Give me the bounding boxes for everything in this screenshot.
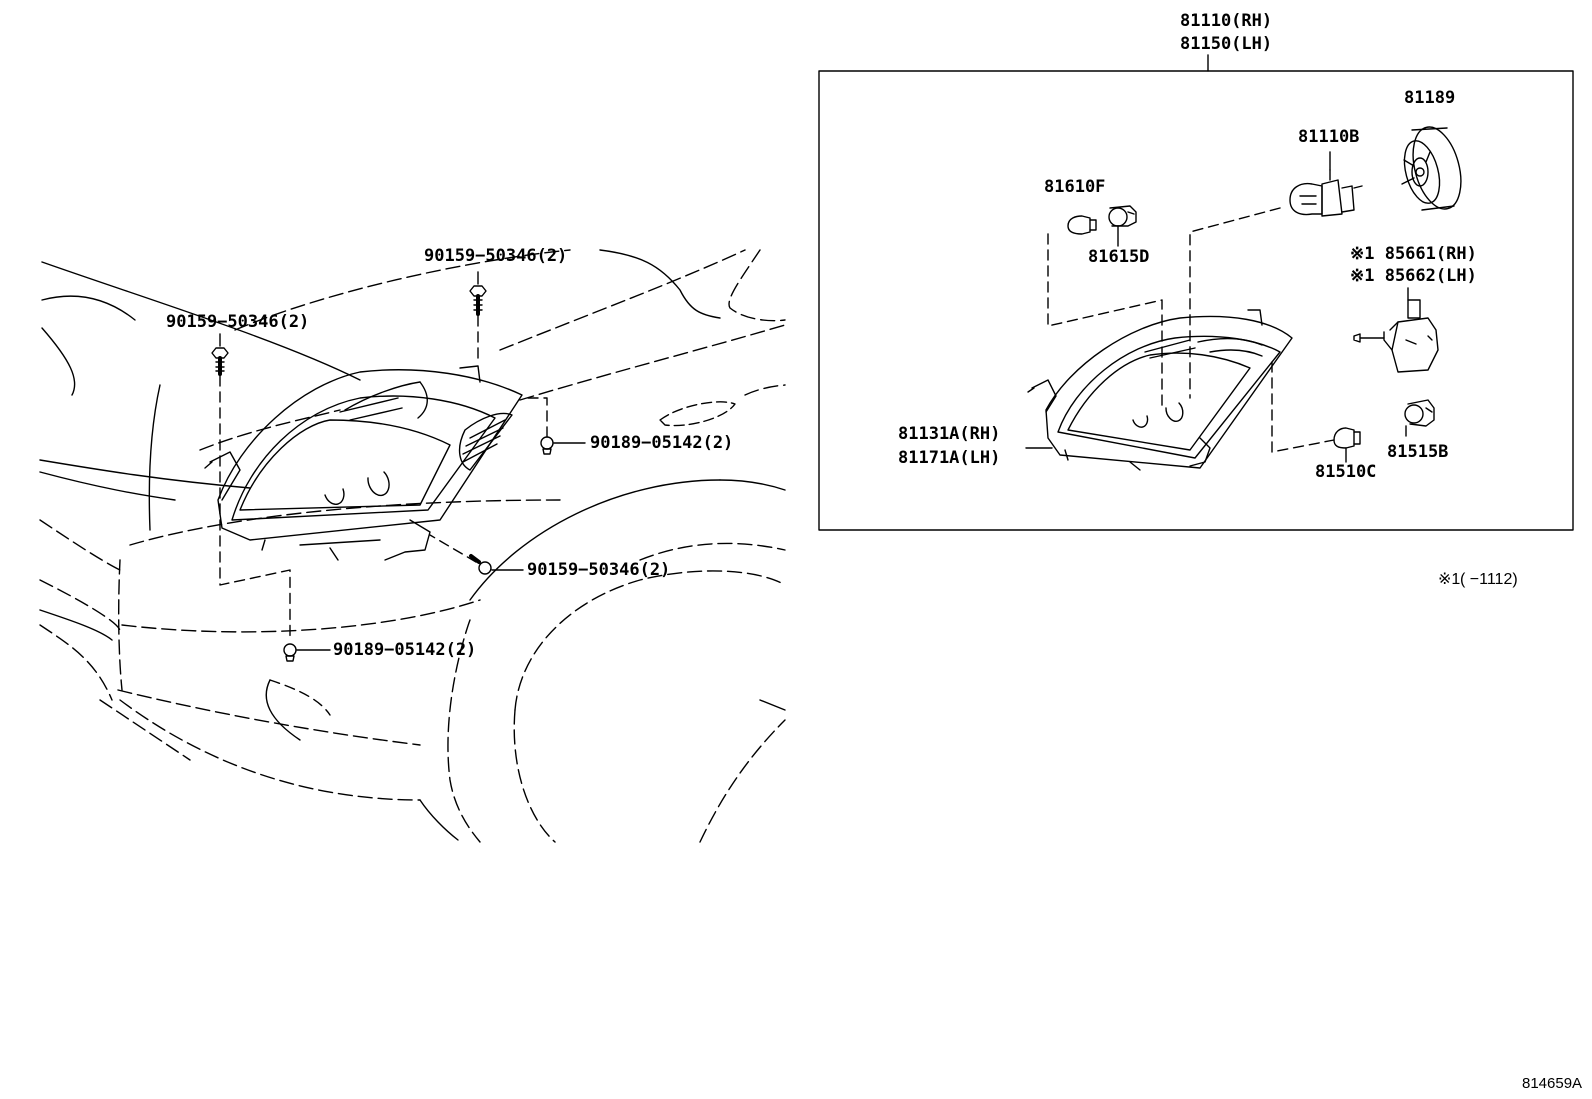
callout-bulb-81189: 81189 [1404,88,1456,108]
socket-81615d [1108,205,1137,227]
footnote-prefix: ※1 [1438,571,1461,588]
exploded-view-frame [818,70,1574,531]
actuator-85661 [1353,299,1439,373]
socket-81515b [1404,399,1435,427]
diagram-id: 814659A [1522,1075,1583,1092]
callout-actuator-rh: ※1 85661(RH) [1350,244,1477,264]
bulb-81110b-halogen [1289,169,1363,217]
leader-lines-right [1047,207,1335,453]
headlamp-assembly-installed [204,365,523,561]
callout-bulb-81510c: 81510C [1315,462,1377,482]
callout-socket-81615d: 81615D [1088,247,1150,267]
fastener-icons [211,285,554,662]
callout-assembly-rh: 81110(RH) [1180,11,1273,31]
callout-bulb-81110b: 81110B [1298,127,1360,147]
bulb-81189-cap [1401,126,1462,211]
label-leaders-left [219,271,586,651]
callout-unit-lh: 81171A(LH) [898,448,1001,468]
callout-nut-right: 90189−05142(2) [590,433,734,453]
callout-actuator-lh: ※1 85662(LH) [1350,266,1477,286]
callout-nut-bottom: 90189−05142(2) [333,640,477,660]
callout-bolt-left: 90159−50346(2) [166,312,310,332]
headlamp-unit-exploded [1027,309,1293,471]
vehicle-body-outline [39,249,786,843]
footnote-text: ( −1112) [1460,571,1518,588]
bulb-81510c-wedge [1333,427,1361,449]
callout-unit-rh: 81131A(RH) [898,424,1001,444]
callout-socket-81515b: 81515B [1387,442,1449,462]
leader-lines-left [219,315,548,641]
label-leaders-right [1025,151,1409,463]
callout-bolt-top: 90159−50346(2) [424,246,568,266]
callout-bolt-lower: 90159−50346(2) [527,560,671,580]
bulb-81610f-wedge [1067,215,1097,235]
callout-assembly-lh: 81150(LH) [1180,34,1273,54]
callout-bulb-81610f: 81610F [1044,177,1106,197]
